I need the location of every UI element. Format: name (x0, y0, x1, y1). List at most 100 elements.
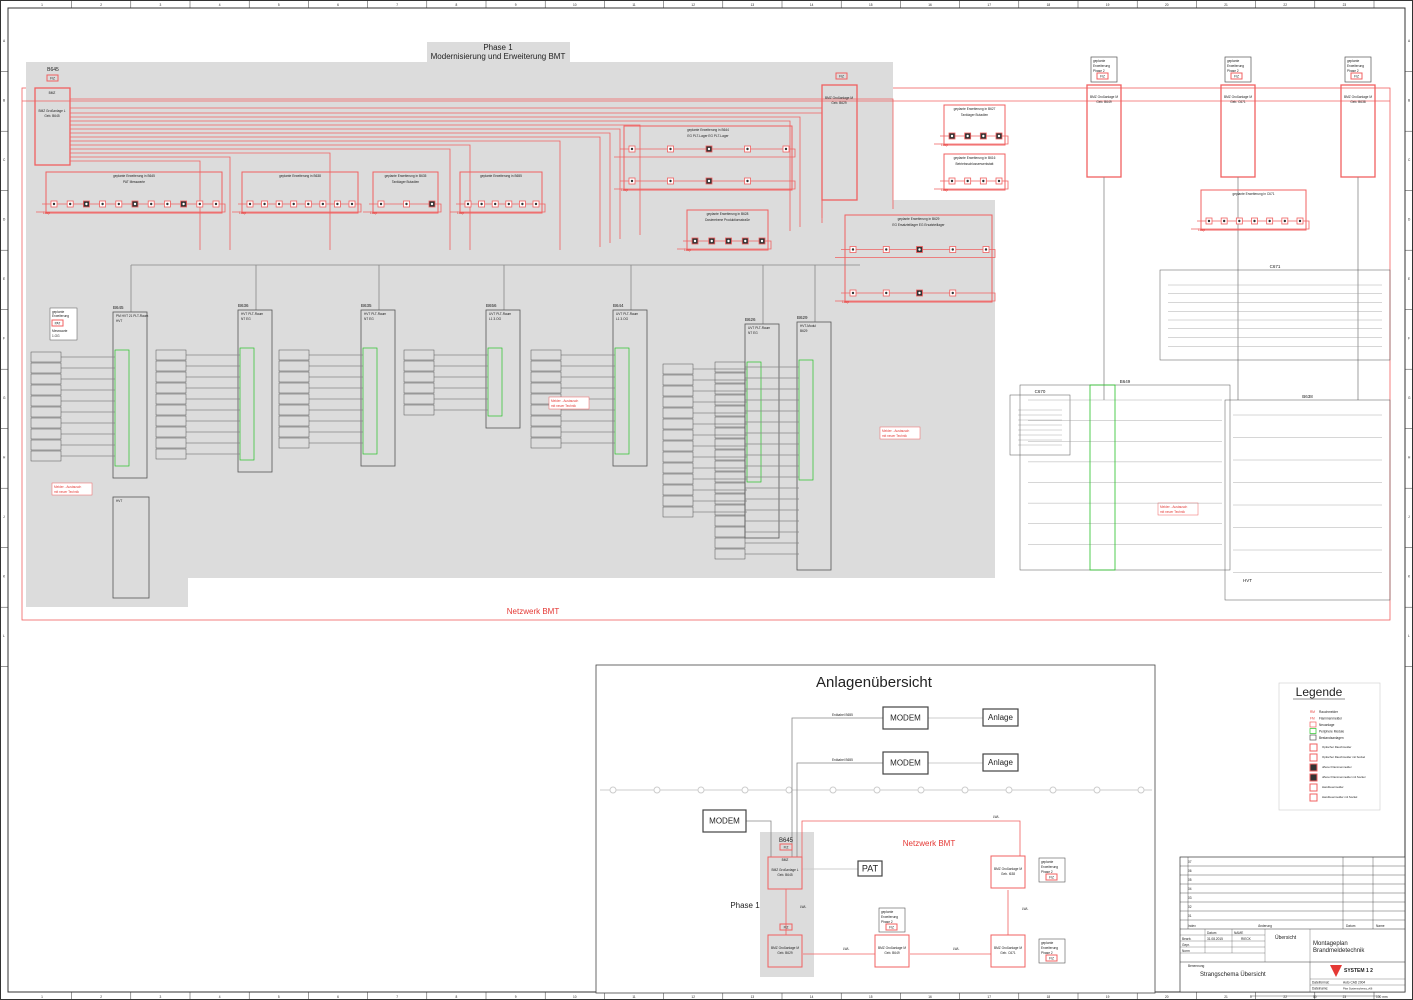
overview-bmz[interactable] (874, 934, 910, 968)
zone-box[interactable] (30, 373, 62, 385)
anlage-1[interactable] (982, 708, 1019, 727)
overview-bmz[interactable] (990, 855, 1026, 889)
zone-box[interactable] (714, 372, 746, 384)
overview-bmz[interactable] (767, 856, 803, 890)
zone-box[interactable] (662, 495, 694, 507)
zone-box[interactable] (403, 360, 435, 372)
zone-box[interactable] (155, 349, 187, 361)
zone-box[interactable] (714, 471, 746, 483)
zone-box[interactable] (662, 440, 694, 452)
zone-box[interactable] (662, 473, 694, 485)
zone-box[interactable] (530, 382, 562, 394)
fiz-box[interactable] (1350, 72, 1363, 80)
zone-box[interactable] (714, 416, 746, 428)
zone-box[interactable] (662, 506, 694, 518)
zone-box[interactable] (278, 382, 310, 394)
zone-box[interactable] (30, 439, 62, 451)
zone-box[interactable] (30, 406, 62, 418)
zone-box[interactable] (155, 382, 187, 394)
fiz-label: FIZ (1049, 957, 1054, 961)
zone-box[interactable] (714, 526, 746, 538)
strand-box[interactable] (485, 309, 521, 429)
zone-box[interactable] (30, 362, 62, 374)
bmz-b645[interactable] (34, 87, 71, 166)
zone-box[interactable] (662, 363, 694, 375)
zone-box[interactable] (714, 493, 746, 505)
zone-box[interactable] (155, 426, 187, 438)
modem-2[interactable] (882, 751, 929, 775)
anlage-2[interactable] (982, 753, 1019, 772)
zone-box[interactable] (278, 437, 310, 449)
zone-box[interactable] (662, 429, 694, 441)
zone-box[interactable] (714, 504, 746, 516)
zone-box[interactable] (30, 450, 62, 462)
zone-box[interactable] (30, 351, 62, 363)
zone-box[interactable] (155, 437, 187, 449)
fiz-box[interactable] (1096, 72, 1109, 80)
overview-bmz[interactable] (767, 934, 803, 968)
zone-box[interactable] (662, 385, 694, 397)
zone-box[interactable] (278, 404, 310, 416)
zone-box[interactable] (155, 371, 187, 383)
zone-box[interactable] (662, 462, 694, 474)
strand-box[interactable] (796, 321, 832, 571)
zone-box[interactable] (278, 349, 310, 361)
zone-box[interactable] (403, 393, 435, 405)
modem-1[interactable] (882, 706, 929, 730)
modem-3[interactable] (702, 809, 747, 833)
zone-box[interactable] (155, 415, 187, 427)
zone-box[interactable] (530, 360, 562, 372)
zone-box[interactable] (662, 418, 694, 430)
zone-box[interactable] (530, 415, 562, 427)
zone-box[interactable] (714, 515, 746, 527)
zone-box[interactable] (155, 404, 187, 416)
zone-box[interactable] (714, 361, 746, 373)
zone-box[interactable] (714, 449, 746, 461)
zone-box[interactable] (662, 396, 694, 408)
zone-box[interactable] (714, 482, 746, 494)
pat-box[interactable] (857, 860, 883, 877)
strand-box[interactable] (237, 309, 273, 473)
zone-box[interactable] (155, 448, 187, 460)
zone-box[interactable] (714, 548, 746, 560)
zone-box[interactable] (530, 349, 562, 361)
strand-box[interactable] (112, 311, 148, 479)
zone-box[interactable] (403, 404, 435, 416)
zone-box[interactable] (662, 374, 694, 386)
zone-box[interactable] (662, 451, 694, 463)
zone-box[interactable] (30, 417, 62, 429)
overview-bmz[interactable] (990, 934, 1026, 968)
zone-box[interactable] (278, 415, 310, 427)
zone-box[interactable] (714, 427, 746, 439)
zone-box[interactable] (403, 349, 435, 361)
zone-box[interactable] (530, 426, 562, 438)
zone-box[interactable] (278, 371, 310, 383)
zone-box[interactable] (530, 371, 562, 383)
fiz-b629[interactable] (835, 72, 848, 80)
zone-box[interactable] (278, 426, 310, 438)
zone-box[interactable] (714, 405, 746, 417)
zone-box[interactable] (155, 360, 187, 372)
zone-box[interactable] (30, 428, 62, 440)
zone-box[interactable] (530, 437, 562, 449)
zone-box[interactable] (278, 360, 310, 372)
zone-box[interactable] (30, 395, 62, 407)
zone-box[interactable] (155, 393, 187, 405)
zone-box[interactable] (530, 404, 562, 416)
zone-box[interactable] (714, 438, 746, 450)
zone-box[interactable] (662, 484, 694, 496)
hvt-lower-box[interactable] (112, 496, 150, 599)
zone-box[interactable] (403, 371, 435, 383)
zone-box[interactable] (403, 382, 435, 394)
fiz-box[interactable] (1230, 72, 1243, 80)
bmz-b629[interactable] (821, 84, 858, 201)
fiz-b645[interactable] (46, 74, 59, 82)
zone-box[interactable] (714, 383, 746, 395)
zone-box[interactable] (714, 394, 746, 406)
zone-box[interactable] (714, 537, 746, 549)
zone-box[interactable] (714, 460, 746, 472)
zone-box[interactable] (278, 393, 310, 405)
zone-box[interactable] (30, 384, 62, 396)
zone-box[interactable] (662, 407, 694, 419)
